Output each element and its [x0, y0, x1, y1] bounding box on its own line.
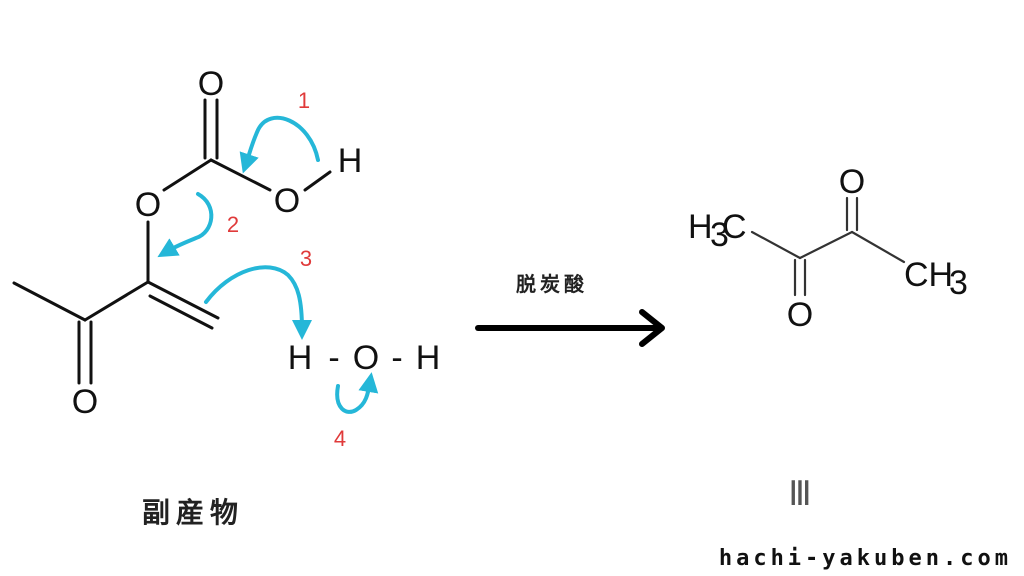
water-o: O	[353, 339, 379, 377]
step-number-2: 2	[227, 212, 239, 237]
reactant-o-carbonyl: O	[198, 65, 224, 103]
reactant-o-ketone: O	[72, 383, 98, 421]
product-h3c-group: H 3 C	[688, 208, 747, 254]
byproduct-label: 副産物	[142, 496, 244, 529]
curved-arrow-1	[239, 115, 320, 174]
water-dash-left: -	[328, 339, 339, 377]
step-number-1: 1	[298, 88, 310, 113]
step-number-4: 4	[334, 426, 346, 451]
curved-arrow-2	[157, 192, 214, 258]
product-h3c-subscript: 3	[710, 216, 729, 254]
reactant-o-ester: O	[135, 186, 161, 224]
water-h-left: H	[288, 339, 313, 377]
product-h3c-h: H	[688, 208, 713, 246]
water-h-right: H	[416, 339, 441, 377]
curved-arrow-3	[204, 265, 312, 340]
site-watermark: hachi-yakuben.com	[719, 546, 1012, 571]
product-bonds	[750, 196, 906, 297]
curved-arrow-4	[335, 372, 379, 414]
reactant-bonds	[12, 98, 332, 385]
step-number-3: 3	[300, 246, 312, 271]
reaction-label: 脱炭酸	[516, 272, 588, 296]
reaction-arrow	[475, 309, 665, 347]
product-h3c-c: C	[722, 208, 747, 246]
electron-arrows	[157, 115, 379, 414]
product-label: Ⅲ	[788, 475, 811, 513]
water-dash-right: -	[391, 339, 402, 377]
product-o-top: O	[839, 163, 865, 201]
reactant-h-hydroxyl: H	[338, 142, 363, 180]
product-ch3-subscript: 3	[949, 264, 968, 302]
product-ch3-group: CH 3	[904, 256, 968, 302]
product-ch3-ch: CH	[904, 256, 953, 294]
product-o-bottom: O	[787, 296, 813, 334]
water-molecule: H - O - H	[288, 339, 441, 377]
reactant-o-hydroxyl: O	[274, 182, 300, 220]
